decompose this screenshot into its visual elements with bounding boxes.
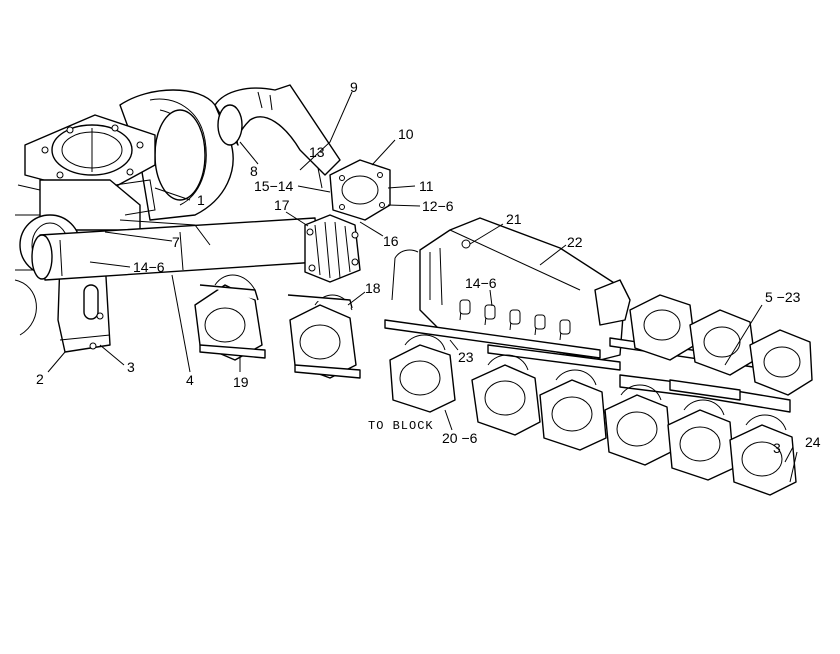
callout-24: 24 (805, 434, 821, 450)
exhaust-port-18 (287, 294, 361, 379)
exhaust-port-19 (194, 274, 266, 361)
exhaust-manifold (391, 217, 631, 361)
callout-13: 13 (309, 144, 325, 160)
callout-9: 9 (350, 79, 358, 95)
lower-port-row (389, 334, 797, 496)
callout-21: 21 (506, 211, 522, 227)
flange-gasket-10 (329, 159, 391, 221)
callout-20-6: 20 −6 (442, 430, 478, 446)
callout-4: 4 (186, 372, 194, 388)
callout-7: 7 (172, 234, 180, 250)
callout-14-6-manifold: 14−6 (465, 275, 497, 291)
callout-18: 18 (365, 280, 381, 296)
callout-3-right: 3 (773, 440, 781, 456)
callout-5-23: 5 −23 (765, 289, 801, 305)
callout-2: 2 (36, 371, 44, 387)
turbine-inlet-flange (24, 114, 156, 231)
callout-15-14: 15−14 (254, 178, 294, 194)
callout-14-6-left: 14−6 (133, 259, 165, 275)
flange-clamp-17 (304, 214, 361, 283)
callout-3-left: 3 (127, 359, 135, 375)
leader-lines (47, 91, 798, 483)
callout-1: 1 (197, 192, 205, 208)
callout-23: 23 (458, 349, 474, 365)
callout-8: 8 (250, 163, 258, 179)
callout-labels: 1 2 3 4 5 −23 7 8 9 10 11 12−6 13 14−6 1… (36, 79, 821, 456)
callout-11: 11 (419, 178, 434, 194)
turbocharger-housing (119, 89, 234, 221)
callout-16: 16 (383, 233, 399, 249)
upper-port-row (619, 294, 813, 413)
elbow-tube (214, 84, 341, 176)
callout-10: 10 (398, 126, 414, 142)
callout-17: 17 (274, 197, 290, 213)
callout-19: 19 (233, 374, 249, 390)
to-block-annotation: TO BLOCK (368, 419, 434, 433)
callout-12-6: 12−6 (422, 198, 454, 214)
callout-22: 22 (567, 234, 583, 250)
